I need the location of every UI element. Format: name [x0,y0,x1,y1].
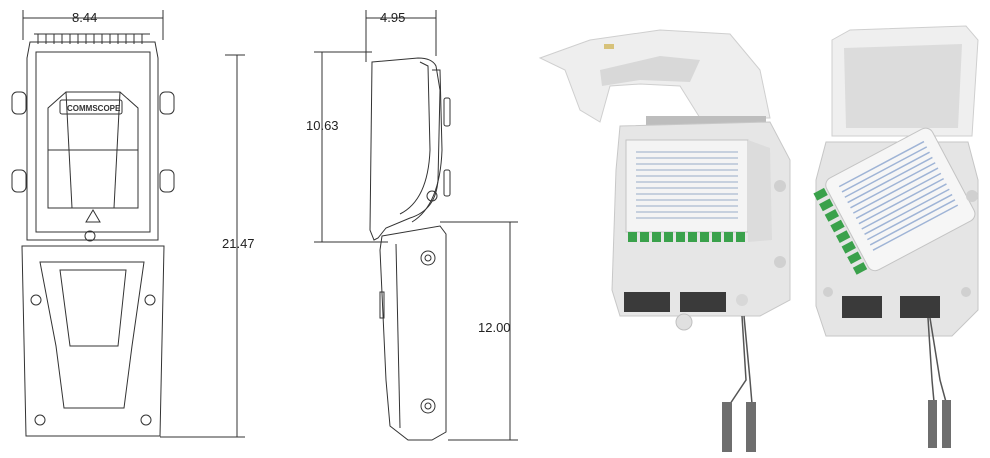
side-base-screw-bottom [420,398,436,414]
photo-right-enclosure [813,25,979,448]
left-fiber-tray [625,139,749,233]
upper-height-dimension-label: 10.63 [306,118,339,133]
front-ear-left-upper [11,91,27,115]
right-cable-connector-1 [928,400,937,448]
front-base-hole-left [30,294,42,306]
front-lower-base [21,245,165,437]
photo-left-enclosure [538,29,791,452]
front-upper-lid [26,41,159,241]
front-base-hole-bottom-right [140,414,152,426]
front-ear-left-lower [11,169,27,193]
side-hinge-screw [426,190,438,202]
warning-triangle-icon [85,209,101,223]
front-hinge-ridges [34,33,150,44]
front-latch-screw [84,230,96,242]
front-base-hole-right [144,294,156,306]
left-tray-slots [636,151,738,219]
right-drop-cable [927,317,935,403]
front-lid-inner-outline [35,51,151,233]
right-cable-connector-2 [942,400,951,448]
front-ear-right-lower [159,169,175,193]
right-port-block-1 [842,296,882,318]
front-base-inner [59,269,127,347]
left-port-block-2 [680,292,726,312]
lower-height-dimension-label: 12.00 [478,320,511,335]
left-port-block-1 [624,292,670,312]
depth-dimension-label: 4.95 [380,10,405,25]
side-base-screw-top [420,250,436,266]
right-fiber-tray [813,127,976,275]
front-base-recess [39,261,145,409]
front-base-hole-bottom-left [34,414,46,426]
left-drop-cable [729,315,747,405]
left-cable-connector-1 [722,402,732,452]
left-adapter-row [628,232,745,242]
front-ear-right-upper [159,91,175,115]
height-dimension-label: 21.47 [222,236,255,251]
side-lower-base [379,225,447,441]
front-view-drawing [11,10,245,438]
width-dimension-label: 8.44 [72,10,97,25]
right-port-block-2 [900,296,940,318]
left-cable-connector-2 [746,402,756,452]
front-logo-text: COMMSCOPE [67,104,121,113]
front-logo-plate [59,99,123,115]
side-view-drawing [314,10,518,441]
